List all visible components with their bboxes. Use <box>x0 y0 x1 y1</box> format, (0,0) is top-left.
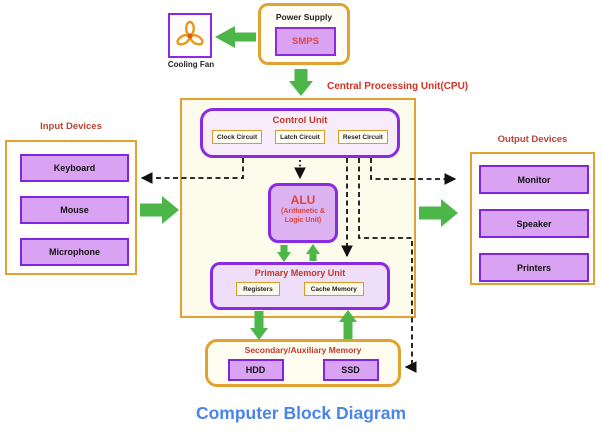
diagram-title: Computer Block Diagram <box>195 403 407 423</box>
arrow-power-to-cpu <box>289 69 313 96</box>
input-devices-label: Input Devices <box>40 121 102 132</box>
alu-subtitle-line1: (Arithmetic & <box>281 208 325 215</box>
cooling-fan-label: Cooling Fan <box>167 60 215 69</box>
arrow-power-to-fan <box>215 26 256 48</box>
drive-hdd: HDD <box>227 359 284 381</box>
power-supply-box: Power Supply SMPS <box>258 3 350 65</box>
fan-icon <box>176 20 204 46</box>
device-keyboard: Keyboard <box>20 154 129 182</box>
output-devices-label: Output Devices <box>497 134 568 145</box>
control-unit-box: Control Unit Clock Circuit Latch Circuit… <box>200 108 400 158</box>
device-microphone: Microphone <box>20 238 129 266</box>
alu-subtitle-line2: Logic Unit) <box>284 217 322 224</box>
secondary-memory-label: Secondary/Auxiliary Memory <box>244 345 362 355</box>
secondary-memory-box: Secondary/Auxiliary Memory HDD SSD <box>205 339 401 387</box>
device-speaker: Speaker <box>479 209 589 238</box>
chip-cache-memory: Cache Memory <box>303 282 364 296</box>
power-supply-label: Power Supply <box>275 12 333 22</box>
drive-ssd: SSD <box>322 359 379 381</box>
smps-chip: SMPS <box>275 27 336 56</box>
alu-box: ALU (Arithmetic & Logic Unit) <box>268 183 338 243</box>
arrow-cpu-to-output <box>419 199 458 227</box>
cooling-fan-box <box>168 13 212 58</box>
chip-clock-circuit: Clock Circuit <box>212 130 263 144</box>
output-devices-box: Monitor Speaker Printers <box>470 152 595 285</box>
chip-registers: Registers <box>236 282 280 296</box>
cpu-label: Central Processing Unit(CPU) <box>327 81 469 92</box>
alu-label: ALU <box>290 193 316 207</box>
primary-memory-box: Primary Memory Unit Registers Cache Memo… <box>210 262 390 310</box>
input-devices-box: Keyboard Mouse Microphone <box>5 140 137 275</box>
primary-memory-label: Primary Memory Unit <box>254 268 346 278</box>
arrow-input-to-cpu <box>140 196 179 224</box>
device-monitor: Monitor <box>479 165 589 194</box>
control-unit-label: Control Unit <box>272 115 328 126</box>
chip-latch-circuit: Latch Circuit <box>275 130 325 144</box>
device-mouse: Mouse <box>20 196 129 224</box>
chip-reset-circuit: Reset Circuit <box>337 130 388 144</box>
device-printers: Printers <box>479 253 589 282</box>
